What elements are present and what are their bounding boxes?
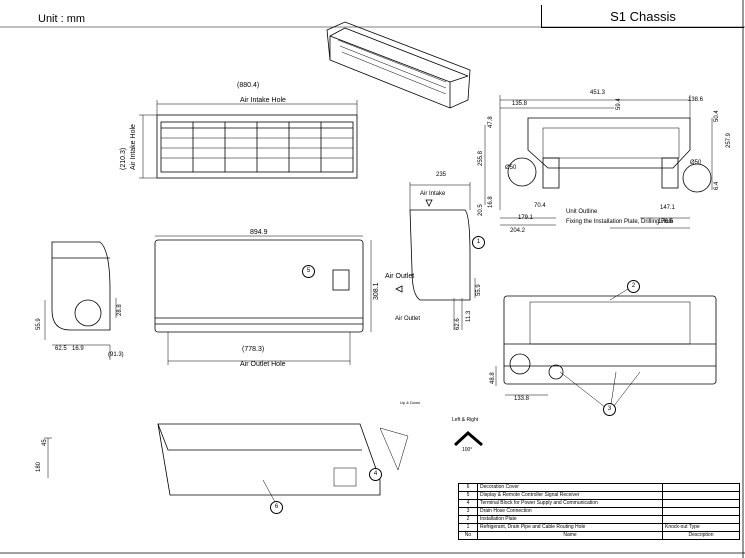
plate-dim-204-2: 204.2 <box>510 228 526 234</box>
plate-hole-right: Ø50 <box>690 160 702 166</box>
plate-dim-176-5: 176.5 <box>658 219 674 225</box>
front-height-dim: 308.1 <box>373 282 380 300</box>
top-view <box>139 100 358 179</box>
underside-view <box>495 285 717 412</box>
table-header-name: Name <box>477 531 663 540</box>
table-cell-name: Display & Remote Controller Signal Recei… <box>477 491 663 500</box>
left-side-view <box>44 241 117 360</box>
left-dim-91-3: (91.3) <box>108 352 124 358</box>
underside-dim-133-8: 133.8 <box>514 396 530 402</box>
table-cell-description <box>662 507 740 516</box>
fixing-note-label: Fixing the Installation Plate, Drilling … <box>566 219 674 225</box>
table-cell-name: Terminal Block for Power Supply and Comm… <box>477 499 663 508</box>
table-cell-name: Decoration Cover <box>477 483 663 492</box>
plate-dim-20-5: 20.5 <box>478 204 484 216</box>
plate-dim-451-3: 451.3 <box>590 90 606 96</box>
callout-1: 1 <box>472 236 485 249</box>
air-outlet-side-label: Air Outlet <box>385 273 415 280</box>
callout-2: 2 <box>627 280 640 293</box>
table-row: 6 Decoration Cover <box>458 483 740 492</box>
side-dim-62-6: 62.6 <box>455 318 461 330</box>
table-header-description: Description <box>662 531 740 540</box>
table-row: 1 Refrigerant, Drain Pipe and Cable Rout… <box>458 523 740 532</box>
unit-label: Unit : mm <box>38 13 86 25</box>
table-row: 4 Terminal Block for Power Supply and Co… <box>458 499 740 508</box>
table-header-no: No <box>458 531 478 540</box>
top-height-dim: (210.3) <box>120 147 127 170</box>
swing-chevron-icon <box>453 430 483 447</box>
left-right-label: Left & Right <box>452 417 479 423</box>
table-row: 3 Drain Hose Connection <box>458 507 740 516</box>
plate-dim-147-1: 147.1 <box>660 205 676 211</box>
table-header-row: No Name Description <box>458 531 740 540</box>
underside-dim-48-8: 48.8 <box>490 372 496 384</box>
plate-dim-47-8: 47.8 <box>488 116 494 128</box>
table-cell-description <box>662 491 740 500</box>
side-dim-55-9: 55.9 <box>476 284 482 296</box>
chassis-title-text: S1 Chassis <box>610 8 676 24</box>
air-intake-label: Air Intake <box>420 191 446 197</box>
left-dim-62-5: 62.5 <box>55 346 67 352</box>
callout-4: 4 <box>369 468 382 481</box>
air-outlet-hole-label: Air Outlet Hole <box>240 361 286 368</box>
isometric-unit <box>326 21 471 109</box>
air-intake-hole-label: Air Intake Hole <box>240 97 286 104</box>
plate-dim-50-4: 50.4 <box>714 110 720 122</box>
left-dim-55-9: 55.9 <box>36 318 42 330</box>
side-dim-11-3: 11.3 <box>466 310 472 322</box>
plate-dim-16-8: 16.8 <box>488 196 494 208</box>
table-row: 2 Installation Plate <box>458 515 740 524</box>
plate-dim-138-6: 138.6 <box>688 97 704 103</box>
table-cell-no: 3 <box>458 507 478 516</box>
plate-hole-left: Ø50 <box>505 165 517 171</box>
cover-isometric-view <box>44 423 409 503</box>
front-width-dim: 894.9 <box>250 229 268 236</box>
plate-dim-257-9: 257.9 <box>726 132 732 148</box>
table-cell-no: 1 <box>458 523 478 532</box>
cover-dim-180: 180 <box>36 461 42 472</box>
table-cell-no: 4 <box>458 499 478 508</box>
top-width-dim: (880.4) <box>237 82 260 89</box>
plate-dim-59-4: 59.4 <box>616 98 622 110</box>
cover-dim-45: 45 <box>42 439 48 446</box>
table-row: 5 Display & Remote Controller Signal Rec… <box>458 491 740 500</box>
table-cell-no: 2 <box>458 515 478 524</box>
plate-dim-135-8: 135.8 <box>512 101 528 107</box>
callout-6: 6 <box>270 501 283 514</box>
table-cell-no: 5 <box>458 491 478 500</box>
plate-dim-6-4: 6.4 <box>714 181 720 190</box>
table-cell-no: 6 <box>458 483 478 492</box>
angle-100-label: 100° <box>462 447 473 453</box>
unit-outline-label: Unit Outline <box>566 209 598 215</box>
table-cell-description: Knock-out Type <box>662 523 740 532</box>
callout-5: 5 <box>302 265 315 278</box>
side-depth-dim: 235 <box>436 172 447 178</box>
installation-plate-view <box>484 95 713 229</box>
plate-dim-70-4: 70.4 <box>534 203 546 209</box>
table-cell-description <box>662 483 740 492</box>
plate-dim-255-8: 255.8 <box>478 150 484 166</box>
table-cell-name: Refrigerant, Drain Pipe and Cable Routin… <box>477 523 663 532</box>
air-outlet-label: Air Outlet <box>395 316 421 322</box>
table-cell-name: Installation Plate <box>477 515 663 524</box>
up-down-label: Up & Down <box>400 400 421 405</box>
parts-table: 6 Decoration Cover 5 Display & Remote Co… <box>458 483 740 540</box>
left-dim-28-8: 28.8 <box>117 304 123 316</box>
front-bottom-dim: (778.3) <box>242 346 265 353</box>
chassis-title: S1 Chassis <box>541 5 744 28</box>
side-section-view <box>395 182 476 330</box>
table-cell-name: Drain Hose Connection <box>477 507 663 516</box>
table-cell-description <box>662 515 740 524</box>
callout-3: 3 <box>603 403 616 416</box>
table-cell-description <box>662 499 740 508</box>
front-view <box>154 235 372 365</box>
plate-dim-179-1: 179.1 <box>518 215 534 221</box>
left-dim-16-9: 16.9 <box>72 346 84 352</box>
side-air-intake-hole-label: Air Intake Hole <box>130 124 137 170</box>
